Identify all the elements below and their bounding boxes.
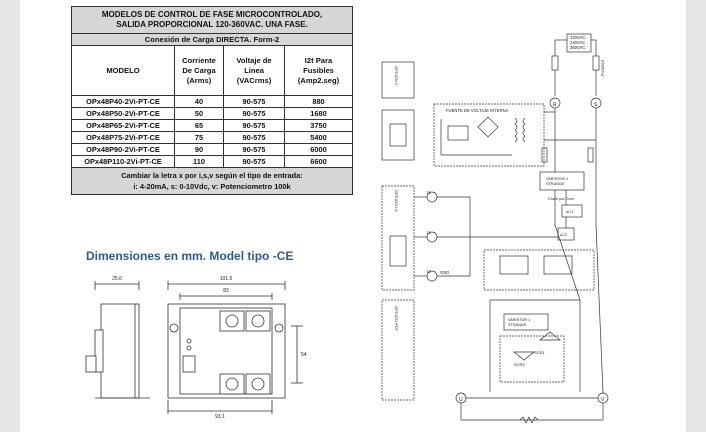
cell-corriente: 50: [174, 107, 224, 120]
col-corriente: Corriente De Carga (Arms): [174, 45, 224, 96]
cell-voltaje: 90-575: [223, 155, 285, 168]
cell-i2t: 1680: [284, 107, 353, 120]
cell-modelo: OPx48P110-2Vi-PT-CE: [71, 155, 175, 168]
table-title: MODELOS DE CONTROL DE FASE MICROCONTROLA…: [71, 6, 353, 34]
cell-voltaje: 90-575: [223, 119, 285, 132]
cell-corriente: 65: [174, 119, 224, 132]
cell-corriente: 75: [174, 131, 224, 144]
table-footer: Cambiar la letra x por i,s,v según el ti…: [71, 167, 353, 195]
col-i2t-line3: (Amp2.seg): [297, 75, 340, 85]
col-modelo: MODELO: [71, 45, 175, 96]
table-header-row: MODELO Corriente De Carga (Arms) Voltaje…: [71, 45, 353, 96]
col-i2t-line1: I2t Para: [304, 55, 333, 65]
col-voltaje-line3: (VACrms): [236, 75, 272, 85]
cell-i2t: 880: [284, 95, 353, 108]
cell-modelo: OPx48P90-2Vi-PT-CE: [71, 143, 175, 156]
col-corriente-line3: (Arms): [186, 75, 212, 85]
cell-modelo: OPx48P40-2Vi-PT-CE: [71, 95, 175, 108]
table-footer-line1: Cambiar la letra x por i,s,v según el ti…: [121, 171, 303, 180]
table-title-line1: MODELOS DE CONTROL DE FASE MICROCONTROLA…: [101, 10, 323, 19]
cell-modelo: OPx48P50-2Vi-PT-CE: [71, 107, 175, 120]
col-voltaje-line1: Voltaje de: [236, 55, 272, 65]
table-title-line2: SALIDA PROPORCIONAL 120-360VAC. UNA FASE…: [116, 20, 308, 29]
cell-voltaje: 90-575: [223, 131, 285, 144]
cell-corriente: 90: [174, 143, 224, 156]
cell-i2t: 5400: [284, 131, 353, 144]
dimensions-title: Dimensiones en mm. Model tipo -CE: [86, 249, 294, 263]
cell-voltaje: 90-575: [223, 95, 285, 108]
cell-i2t: 6000: [284, 143, 353, 156]
cell-modelo: OPx48P65-2Vi-PT-CE: [71, 119, 175, 132]
model-table: MODELOS DE CONTROL DE FASE MICROCONTROLA…: [71, 6, 353, 195]
cell-i2t: 3750: [284, 119, 353, 132]
table-footer-line2: i: 4-20mA, s: 0-10Vdc, v: Potenciometro …: [133, 182, 291, 191]
col-voltaje-line2: Linea: [244, 65, 264, 75]
cell-corriente: 110: [174, 155, 224, 168]
col-corriente-line1: Corriente: [182, 55, 216, 65]
col-corriente-line2: De Carga: [182, 65, 216, 75]
col-i2t: I2t Para Fusibles (Amp2.seg): [284, 45, 353, 96]
cell-i2t: 6600: [284, 155, 353, 168]
cell-voltaje: 90-575: [223, 107, 285, 120]
col-voltaje: Voltaje de Linea (VACrms): [223, 45, 285, 96]
col-i2t-line2: Fusibles: [303, 65, 334, 75]
cell-corriente: 40: [174, 95, 224, 108]
table-subtitle: Conexión de Carga DIRECTA. Form-2: [71, 33, 353, 46]
cell-voltaje: 90-575: [223, 143, 285, 156]
cell-modelo: OPx48P75-2Vi-PT-CE: [71, 131, 175, 144]
